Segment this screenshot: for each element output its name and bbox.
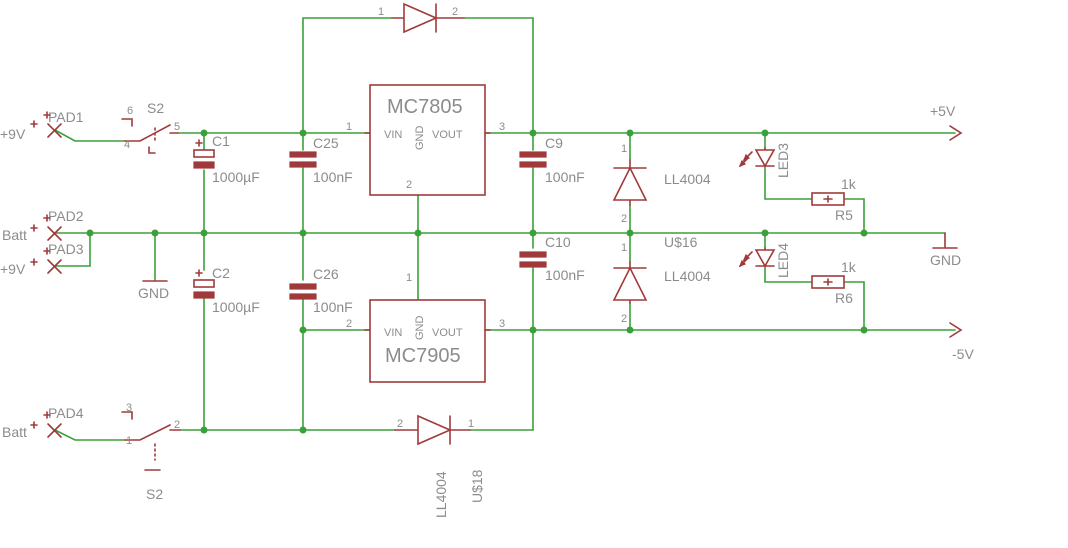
label-c26-value: 100nF xyxy=(313,299,353,315)
label-u16: U$16 xyxy=(664,234,698,250)
capacitor-c2 xyxy=(193,269,215,299)
pin-reg-top-gnd: 2 xyxy=(406,179,412,191)
label-r6-value: 1k xyxy=(841,259,857,275)
pin-d18-2: 2 xyxy=(397,418,403,430)
label-led3: LED3 xyxy=(775,143,791,178)
capacitor-c26 xyxy=(289,283,317,300)
label-pad3: PAD3 xyxy=(48,241,84,257)
gnd-symbol-right xyxy=(932,232,958,249)
label-c10-value: 100nF xyxy=(545,267,585,283)
led4 xyxy=(738,247,776,268)
label-minus5v: -5V xyxy=(952,346,974,362)
label-u18: U$18 xyxy=(469,469,485,503)
label-s2-bot: S2 xyxy=(146,486,163,502)
capacitor-c1 xyxy=(193,139,215,169)
label-pad4: PAD4 xyxy=(48,405,84,421)
capacitor-c9 xyxy=(519,151,547,168)
pin-sw-bot-3: 3 xyxy=(126,402,132,414)
resistor-r5 xyxy=(811,192,845,206)
pin-reg-top-out: 3 xyxy=(499,121,505,133)
pad2-marker xyxy=(47,226,62,241)
label-gnd-left: GND xyxy=(138,285,169,301)
label-mc7805-vout: VOUT xyxy=(432,129,463,141)
pad4-marker xyxy=(47,423,62,438)
pin-numbers: 4 5 6 1 2 3 1 2 3 2 1 3 1 2 1 2 1 2 1 2 xyxy=(124,6,627,447)
pin-d18-1: 1 xyxy=(468,418,474,430)
label-r6: R6 xyxy=(835,290,853,306)
switch-s2-top xyxy=(121,118,179,154)
pin-sw-top-4: 4 xyxy=(124,139,130,151)
pin-dtop-1: 1 xyxy=(378,6,384,18)
capacitor-c25 xyxy=(289,151,317,168)
label-c10: C10 xyxy=(545,234,571,250)
pin-reg-bot-gnd: 1 xyxy=(406,272,412,284)
pin-sw-top-5: 5 xyxy=(174,121,180,133)
pin-reg-bot-in: 2 xyxy=(346,318,352,330)
pin-sw-top-6: 6 xyxy=(127,105,133,117)
pin-dtop-2: 2 xyxy=(452,6,458,18)
diode-u16-upper xyxy=(612,159,648,206)
switch-s2-bottom xyxy=(121,411,181,471)
label-mc7905-vin: VIN xyxy=(384,327,402,339)
label-r5-value: 1k xyxy=(841,176,857,192)
label-mc7905-vout: VOUT xyxy=(432,327,463,339)
led3 xyxy=(738,147,776,168)
label-pad2: PAD2 xyxy=(48,208,84,224)
label-d-bot-value: LL4004 xyxy=(664,268,711,284)
label-mc7805-gnd: GND xyxy=(414,126,426,151)
label-pad1: PAD1 xyxy=(48,109,84,125)
label-gnd-right: GND xyxy=(930,252,961,268)
pin-d16b-2: 2 xyxy=(621,313,627,325)
regulator-mc7805 xyxy=(364,84,491,196)
label-plus9v-mid: +9V xyxy=(0,261,26,277)
label-plus9v-top: +9V xyxy=(0,126,26,142)
label-batt-bot: Batt xyxy=(2,424,27,440)
wires xyxy=(54,17,956,441)
label-c2: C2 xyxy=(212,265,230,281)
pad1-marker xyxy=(47,123,62,138)
junction-dots xyxy=(86,129,868,434)
label-c1-value: 1000µF xyxy=(212,169,260,185)
label-c9: C9 xyxy=(545,135,563,151)
label-c26: C26 xyxy=(313,266,339,282)
label-mc7905-gnd: GND xyxy=(414,316,426,341)
label-c25-value: 100nF xyxy=(313,169,353,185)
minus5v-arrow xyxy=(949,322,963,338)
label-s2-top: S2 xyxy=(147,100,164,116)
regulator-mc7905 xyxy=(364,299,491,383)
label-mc7805: MC7805 xyxy=(387,96,463,118)
capacitor-c10 xyxy=(519,251,547,268)
diode-u18 xyxy=(394,414,471,446)
label-led4: LED4 xyxy=(775,243,791,278)
label-c1: C1 xyxy=(212,133,230,149)
pin-d16b-1: 1 xyxy=(621,242,627,254)
pin-d16a-2: 2 xyxy=(621,213,627,225)
pin-reg-bot-out: 3 xyxy=(499,318,505,330)
diode-u16-lower xyxy=(612,261,648,304)
pin-reg-top-in: 1 xyxy=(346,121,352,133)
pin-sw-bot-1: 1 xyxy=(126,435,132,447)
label-c9-value: 100nF xyxy=(545,169,585,185)
resistor-r6 xyxy=(811,275,845,289)
label-c25: C25 xyxy=(313,135,339,151)
label-batt-mid: Batt xyxy=(2,227,27,243)
pin-d16a-1: 1 xyxy=(621,143,627,155)
pad-plus-marks xyxy=(30,111,51,429)
label-plus5v: +5V xyxy=(930,103,956,119)
label-mc7905: MC7905 xyxy=(385,345,461,367)
diode-top-bypass xyxy=(391,2,465,34)
label-c2-value: 1000µF xyxy=(212,299,260,315)
label-d-top-value: LL4004 xyxy=(664,171,711,187)
pin-sw-bot-2: 2 xyxy=(174,419,180,431)
label-r5: R5 xyxy=(835,207,853,223)
label-d-u18-value: LL4004 xyxy=(433,471,449,518)
pad3-marker xyxy=(47,259,62,274)
text-labels: PAD1 +9V PAD2 Batt PAD3 +9V PAD4 Batt S2… xyxy=(0,96,974,518)
label-mc7805-vin: VIN xyxy=(384,129,402,141)
plus5v-arrow xyxy=(949,125,963,141)
